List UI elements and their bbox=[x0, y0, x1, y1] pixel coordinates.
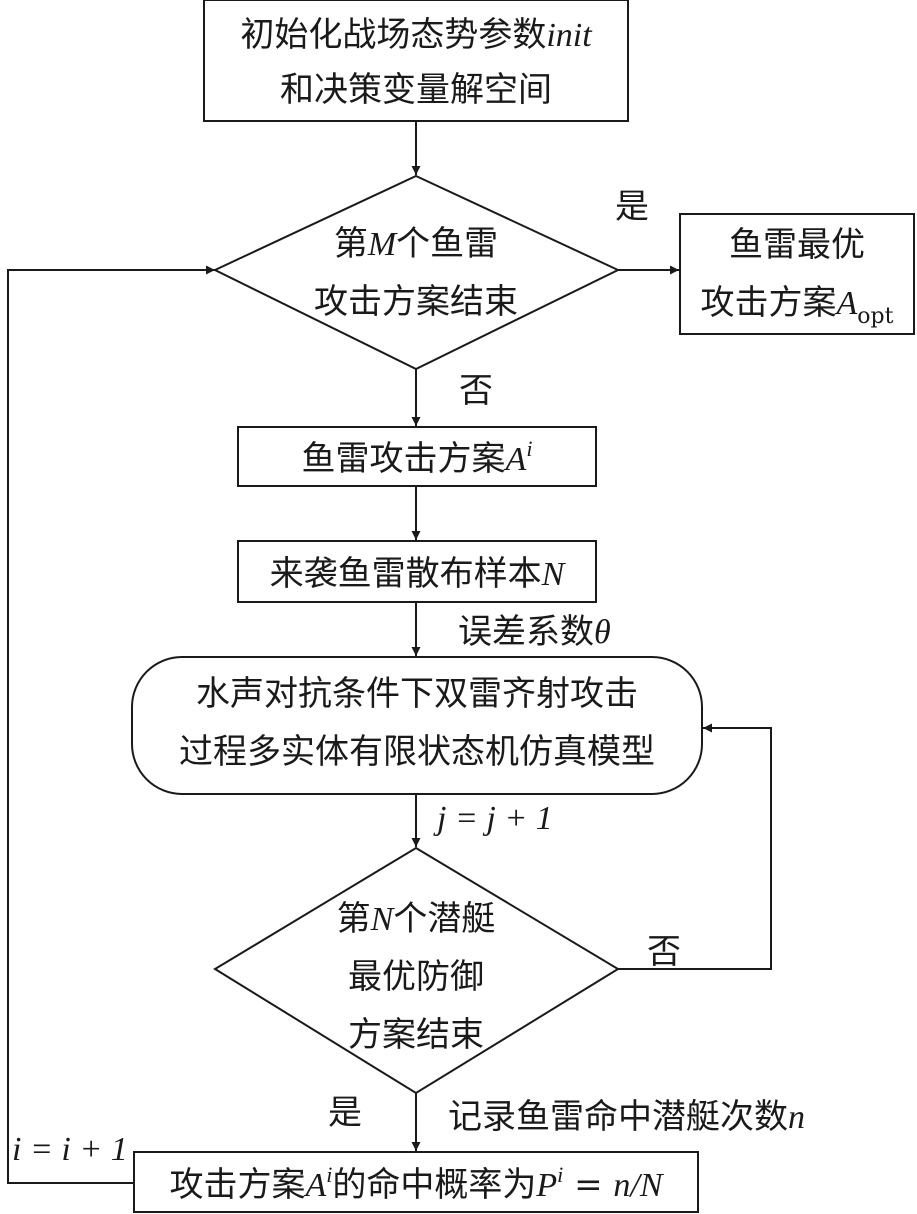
label-error-coefficient: 误差系数θ bbox=[458, 612, 611, 652]
attack-scheme-box: 鱼雷攻击方案Ai bbox=[237, 426, 597, 487]
decision-m-line1: 第M个鱼雷 bbox=[334, 224, 498, 264]
label-j-increment: j = j + 1 bbox=[433, 800, 553, 837]
optimal-line1: 鱼雷最优 bbox=[729, 225, 865, 265]
init-box-line1: 初始化战场态势参数init bbox=[240, 15, 593, 55]
decision-n-line3: 方案结束 bbox=[348, 1015, 484, 1055]
optimal-scheme-box: 鱼雷最优 攻击方案Aopt bbox=[679, 213, 915, 335]
simulation-model-line1: 水声对抗条件下双雷齐射攻击 bbox=[196, 674, 638, 714]
init-box-line2: 和决策变量解空间 bbox=[280, 70, 552, 110]
arrow-result-loop-back bbox=[7, 265, 215, 1184]
label-record-hits: 记录鱼雷命中潜艇次数n bbox=[448, 1097, 805, 1137]
arrow-decision-n-loop-back bbox=[618, 723, 772, 970]
hit-probability-box: 攻击方案Ai的命中概率为Pi = n/N bbox=[133, 1151, 699, 1213]
torpedo-samples-box: 来袭鱼雷散布样本N bbox=[237, 540, 597, 603]
decision-n-line1: 第N个潜艇 bbox=[337, 899, 496, 939]
simulation-model-box: 水声对抗条件下双雷齐射攻击 过程多实体有限状态机仿真模型 bbox=[131, 656, 703, 795]
hit-probability-text: 攻击方案Ai的命中概率为Pi = n/N bbox=[169, 1162, 664, 1205]
label-i-increment: i = i + 1 bbox=[12, 1131, 128, 1168]
init-box: 初始化战场态势参数init 和决策变量解空间 bbox=[203, 0, 629, 122]
decision-m-diamond: 第M个鱼雷 攻击方案结束 bbox=[212, 174, 621, 371]
decision-m-line2: 攻击方案结束 bbox=[314, 282, 518, 322]
attack-scheme-text: 鱼雷攻击方案Ai bbox=[302, 436, 533, 479]
label-yes-top: 是 bbox=[615, 187, 649, 227]
label-no-right: 否 bbox=[647, 932, 681, 972]
label-no-top: 否 bbox=[459, 371, 493, 411]
label-yes-bottom: 是 bbox=[328, 1093, 362, 1133]
simulation-model-line2: 过程多实体有限状态机仿真模型 bbox=[179, 732, 655, 772]
decision-n-diamond: 第N个潜艇 最优防御 方案结束 bbox=[213, 846, 620, 1095]
torpedo-samples-text: 来袭鱼雷散布样本N bbox=[270, 554, 567, 594]
optimal-line2: 攻击方案Aopt bbox=[701, 283, 894, 329]
decision-n-line2: 最优防御 bbox=[348, 957, 484, 997]
